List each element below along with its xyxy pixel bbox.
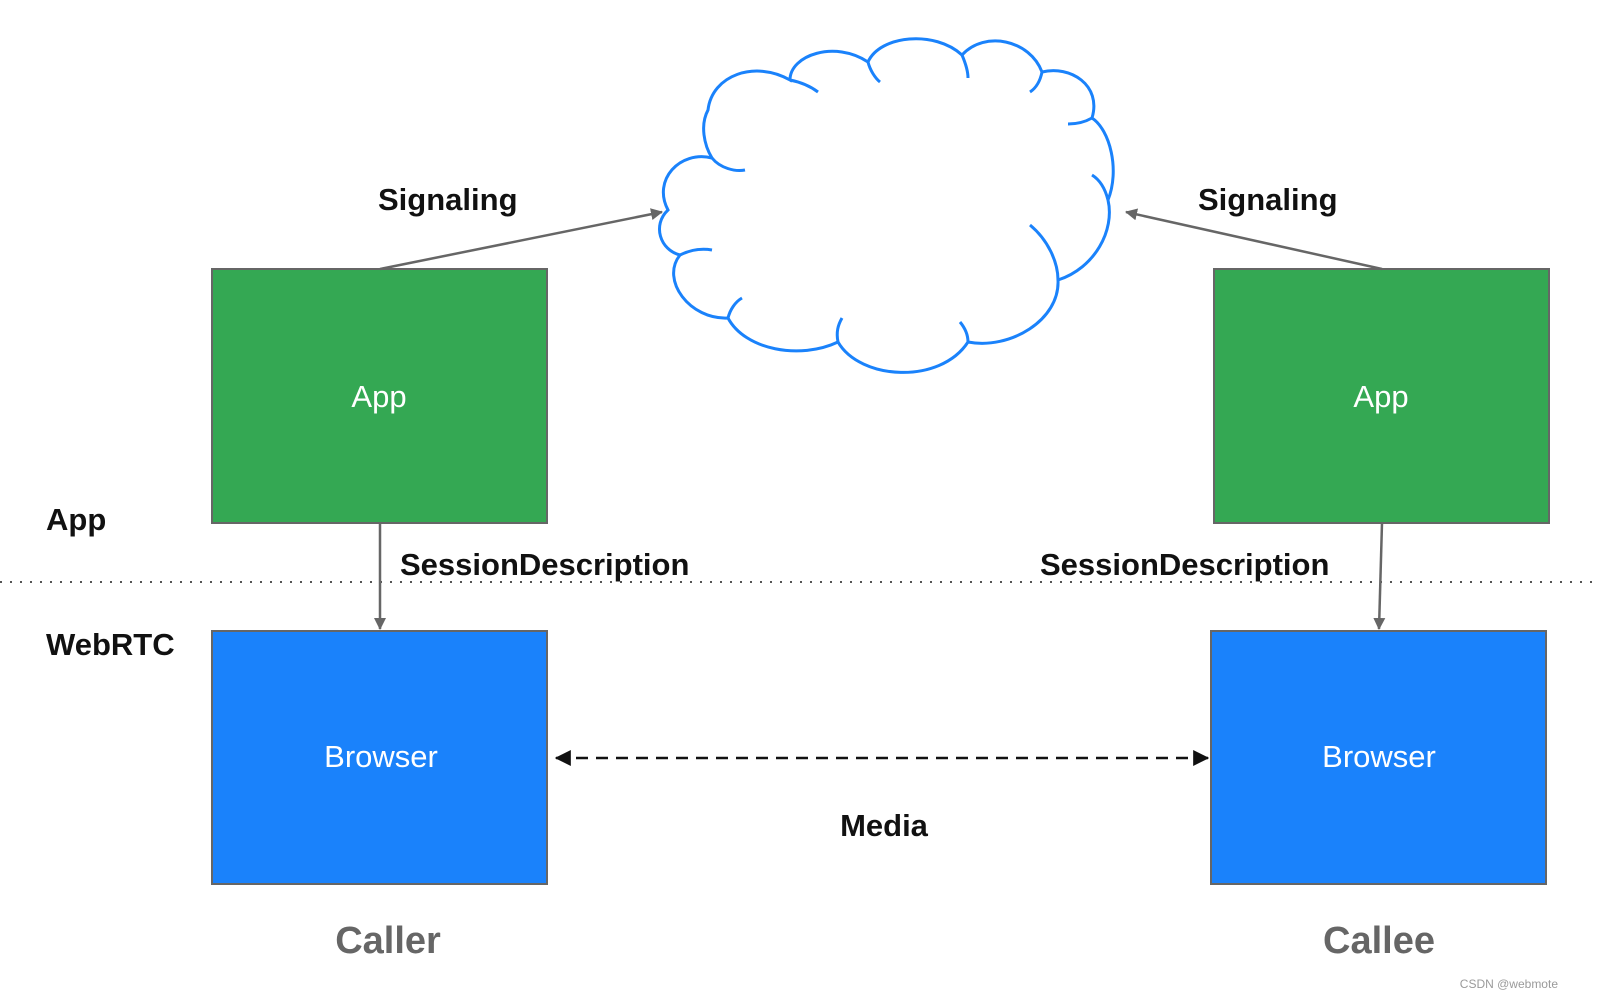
signaling-cloud-icon [658,37,1115,374]
callee-browser-box: Browser [1210,630,1547,885]
caller-app-label: App [351,379,406,414]
caller-browser-box: Browser [211,630,548,885]
layer-label-app: App [46,502,106,537]
callee-browser-label: Browser [1322,739,1436,774]
signaling-label-left: Signaling [378,182,518,217]
callee-app-label: App [1353,379,1408,414]
media-label: Media [840,808,929,843]
session-description-label-right: SessionDescription [1040,547,1329,582]
layer-label-webrtc: WebRTC [46,627,175,662]
caller-signaling-arrow [379,208,663,271]
callee-session-arrow [1373,522,1386,630]
caller-browser-label: Browser [324,739,438,774]
callee-signaling-arrow [1125,208,1383,271]
callee-app-box: App [1213,268,1550,524]
signaling-label-right: Signaling [1198,182,1338,217]
caller-app-box: App [211,268,548,524]
callee-role-label: Callee [1323,920,1435,962]
caller-role-label: Caller [335,920,441,962]
session-description-label-left: SessionDescription [400,547,689,582]
watermark-text: CSDN @webmote [1460,977,1559,991]
